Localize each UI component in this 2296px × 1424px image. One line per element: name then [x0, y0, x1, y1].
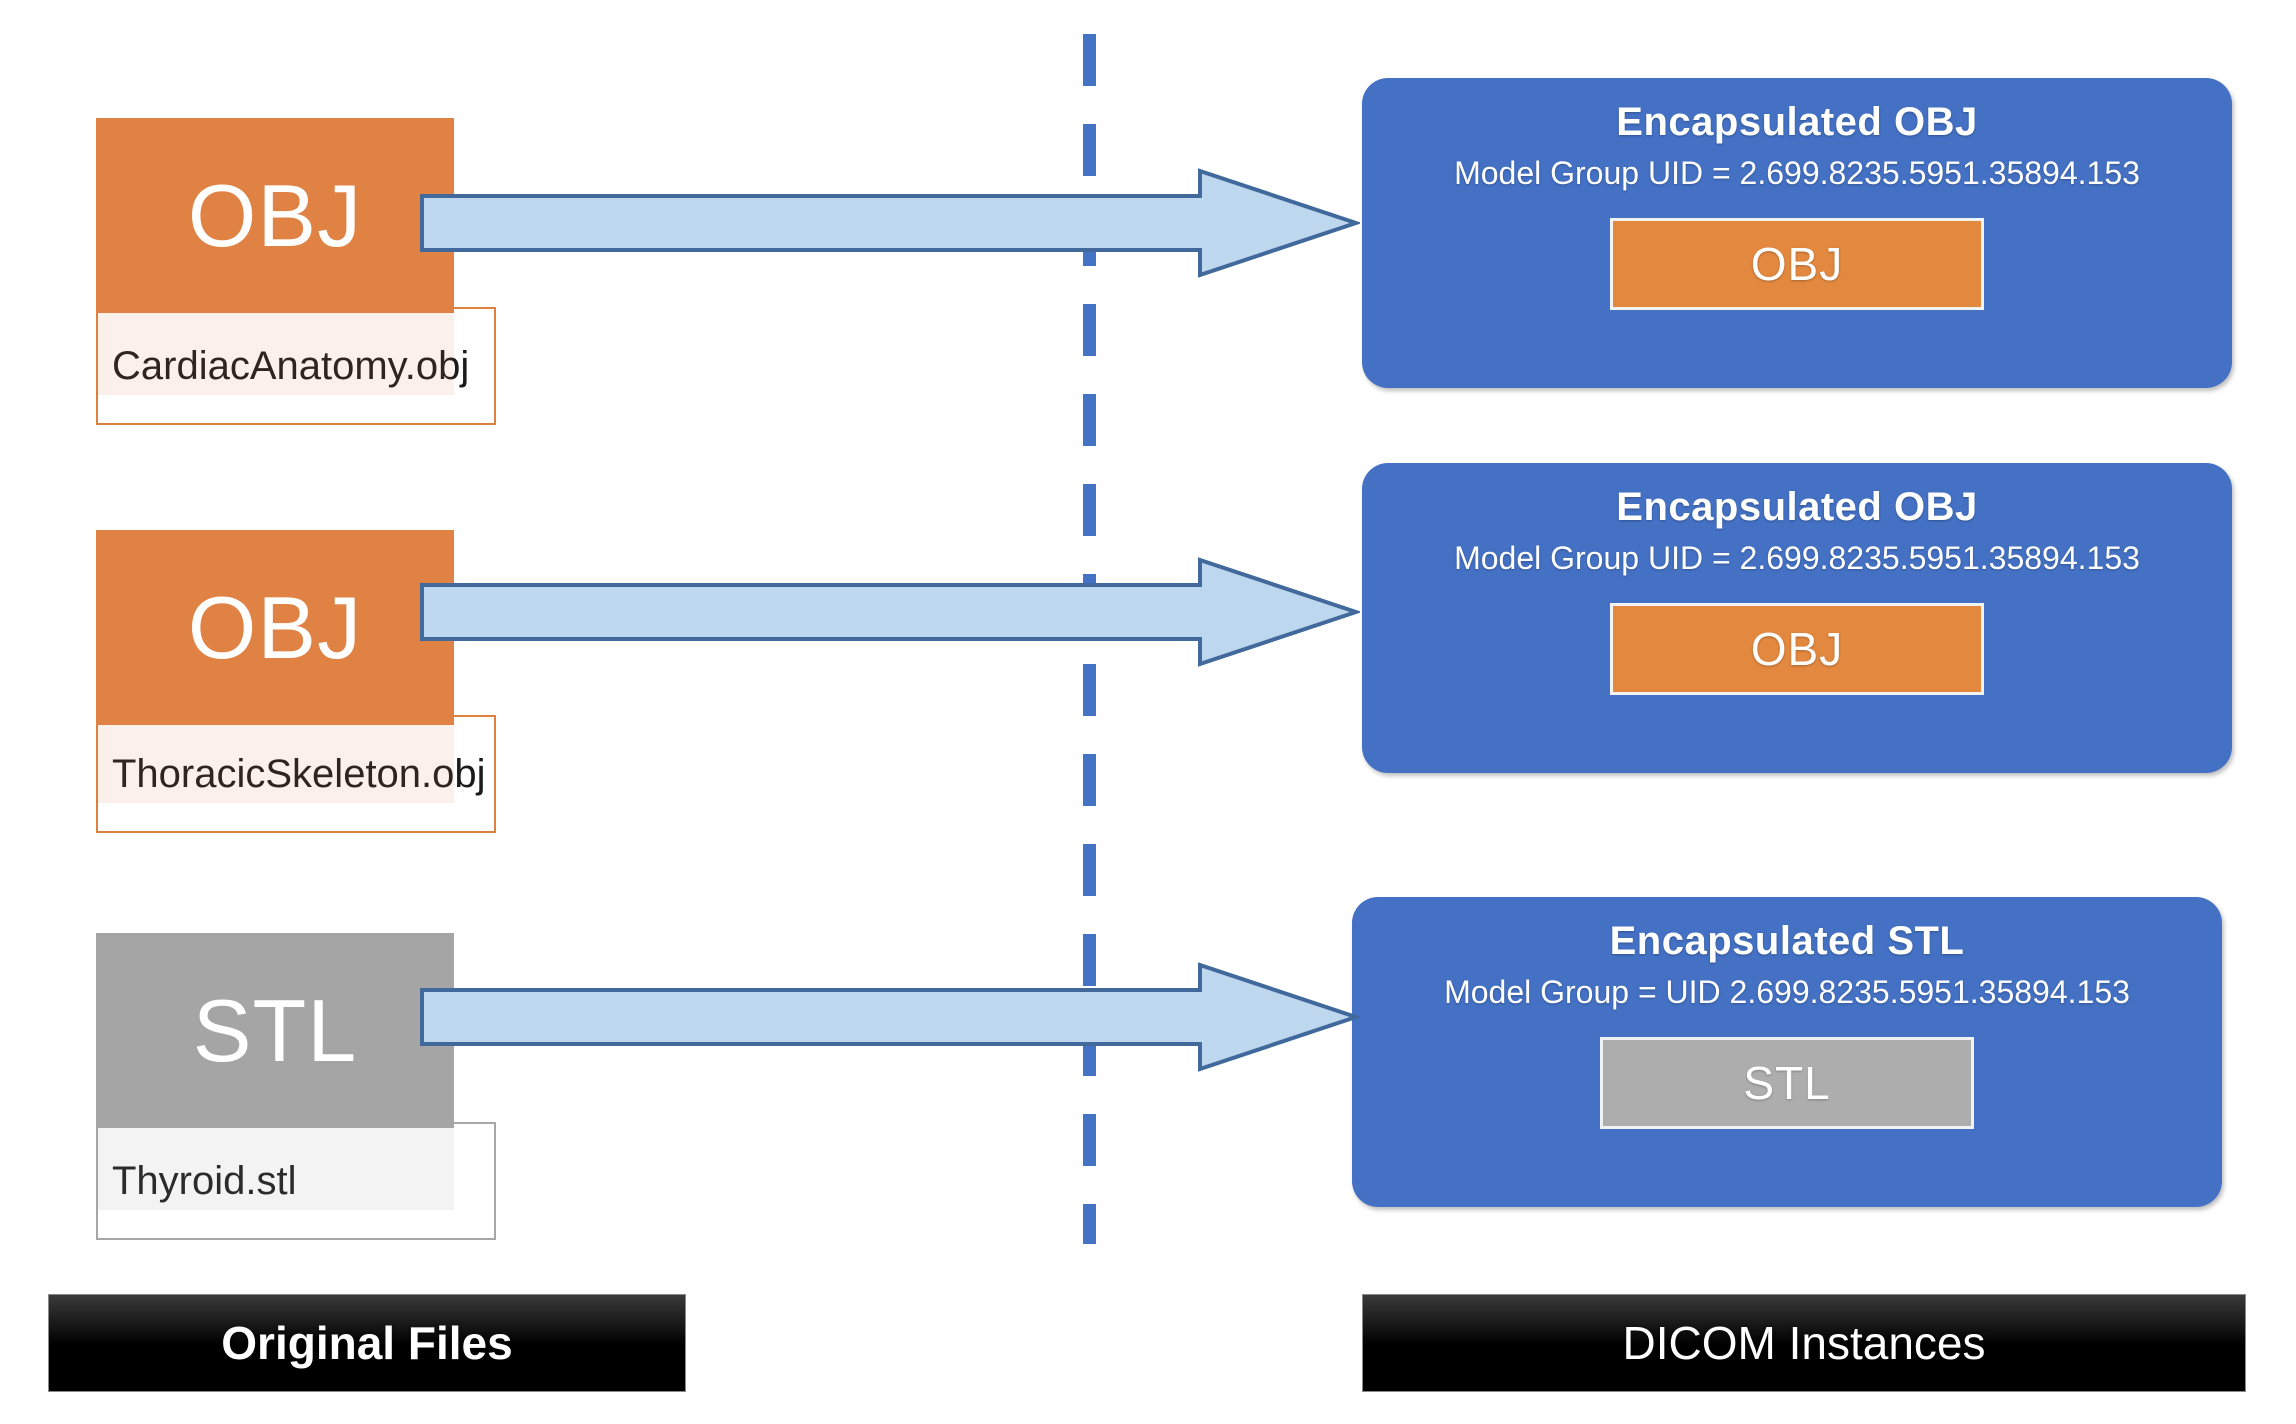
dicom-instance-box: Encapsulated OBJ Model Group UID = 2.699…: [1362, 463, 2232, 773]
dicom-format-chip: STL: [1600, 1037, 1974, 1129]
dicom-format-chip-label: OBJ: [1750, 238, 1844, 290]
source-format-label: OBJ: [187, 165, 363, 265]
conversion-arrow: [420, 962, 1360, 1072]
legend-label-original-files: Original Files: [221, 1317, 513, 1369]
dicom-format-chip: OBJ: [1610, 603, 1984, 695]
dicom-title: Encapsulated STL: [1609, 919, 1965, 963]
source-caption-box: ThoracicSkeleton.obj: [96, 715, 496, 833]
dicom-title: Encapsulated OBJ: [1616, 100, 1978, 144]
legend-bar-original-files: Original Files: [48, 1294, 686, 1392]
conversion-arrow: [420, 557, 1360, 667]
legend-label-dicom-instances: DICOM Instances: [1622, 1317, 1986, 1369]
source-tile-obj: OBJ: [96, 530, 454, 725]
dicom-model-group-uid: Model Group UID = 2.699.8235.5951.35894.…: [1454, 155, 2140, 191]
conversion-arrow: [420, 168, 1360, 278]
dicom-model-group-uid: Model Group UID = 2.699.8235.5951.35894.…: [1454, 540, 2140, 576]
dicom-model-group-uid: Model Group = UID 2.699.8235.5951.35894.…: [1444, 974, 2130, 1010]
source-file-name: CardiacAnatomy.obj: [112, 343, 470, 388]
dicom-format-chip: OBJ: [1610, 218, 1984, 310]
legend-bar-dicom-instances: DICOM Instances: [1362, 1294, 2246, 1392]
source-tile-stl: STL: [96, 933, 454, 1128]
dicom-instance-box: Encapsulated OBJ Model Group UID = 2.699…: [1362, 78, 2232, 388]
source-caption-box: CardiacAnatomy.obj: [96, 307, 496, 425]
source-tile-obj: OBJ: [96, 118, 454, 313]
source-format-label: STL: [192, 980, 358, 1080]
dicom-format-chip-label: OBJ: [1750, 623, 1844, 675]
dicom-instance-box: Encapsulated STL Model Group = UID 2.699…: [1352, 897, 2222, 1207]
source-file-name: Thyroid.stl: [112, 1158, 297, 1203]
source-caption-box: Thyroid.stl: [96, 1122, 496, 1240]
source-file-name: ThoracicSkeleton.obj: [112, 751, 486, 796]
source-format-label: OBJ: [187, 577, 363, 677]
dicom-title: Encapsulated OBJ: [1616, 485, 1978, 529]
dicom-format-chip-label: STL: [1743, 1057, 1831, 1109]
